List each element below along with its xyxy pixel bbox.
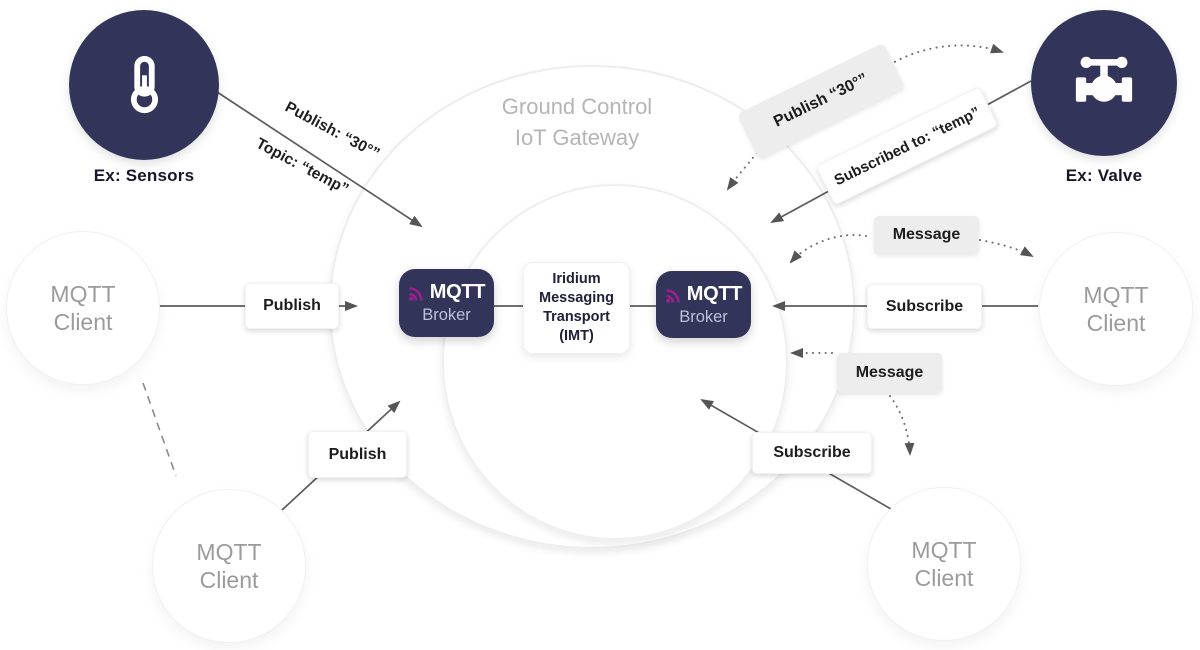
arrow-sensors-to-gateway	[213, 89, 423, 228]
mqtt-client-bottom-left: MQTT Client	[152, 489, 306, 643]
broker-label: Broker	[679, 307, 728, 326]
valve-device-circle	[1031, 10, 1177, 156]
mqtt-client-left: MQTT Client	[6, 231, 160, 385]
thermometer-icon	[130, 55, 159, 114]
mqtt-logo-text: MQTT	[686, 282, 743, 305]
mqtt-broker-left: MQTT Broker	[399, 269, 494, 337]
publish-label-left: Publish	[245, 283, 339, 329]
mqtt-logo-text: MQTT	[429, 281, 486, 303]
gateway-title: Ground Control IoT Gateway	[501, 94, 653, 150]
dotted-message-top-to-client	[979, 239, 1034, 257]
imt-box: Iridium Messaging Transport (IMT)	[523, 262, 630, 354]
dotted-publish30-to-gateway	[726, 152, 758, 191]
gateway-inner-circle	[442, 184, 788, 540]
dotted-message-bottom-to-client	[889, 395, 915, 456]
dashed-client-link	[142, 382, 177, 477]
valve-icon	[1075, 56, 1133, 102]
dotted-message-top-to-broker	[789, 234, 867, 264]
message-label-bottom: Message	[837, 353, 942, 393]
dotted-publish30-to-valve	[883, 43, 1004, 69]
broker-label: Broker	[422, 306, 471, 324]
valve-label: Ex: Valve	[1065, 166, 1143, 185]
subscribe-label-bottom: Subscribe	[752, 432, 872, 474]
subscribe-label-right: Subscribe	[867, 284, 982, 329]
message-label-top: Message	[874, 216, 979, 254]
publish-label-bottom: Publish	[308, 431, 407, 478]
sensors-label: Ex: Sensors	[93, 166, 195, 185]
mqtt-client-right: MQTT Client	[1039, 232, 1193, 386]
mqtt-logo-icon	[665, 288, 680, 303]
sensors-device-circle	[69, 10, 219, 160]
mqtt-logo-icon	[408, 287, 423, 301]
mqtt-broker-right: MQTT Broker	[656, 271, 751, 338]
mqtt-client-bottom-right: MQTT Client	[867, 487, 1021, 641]
